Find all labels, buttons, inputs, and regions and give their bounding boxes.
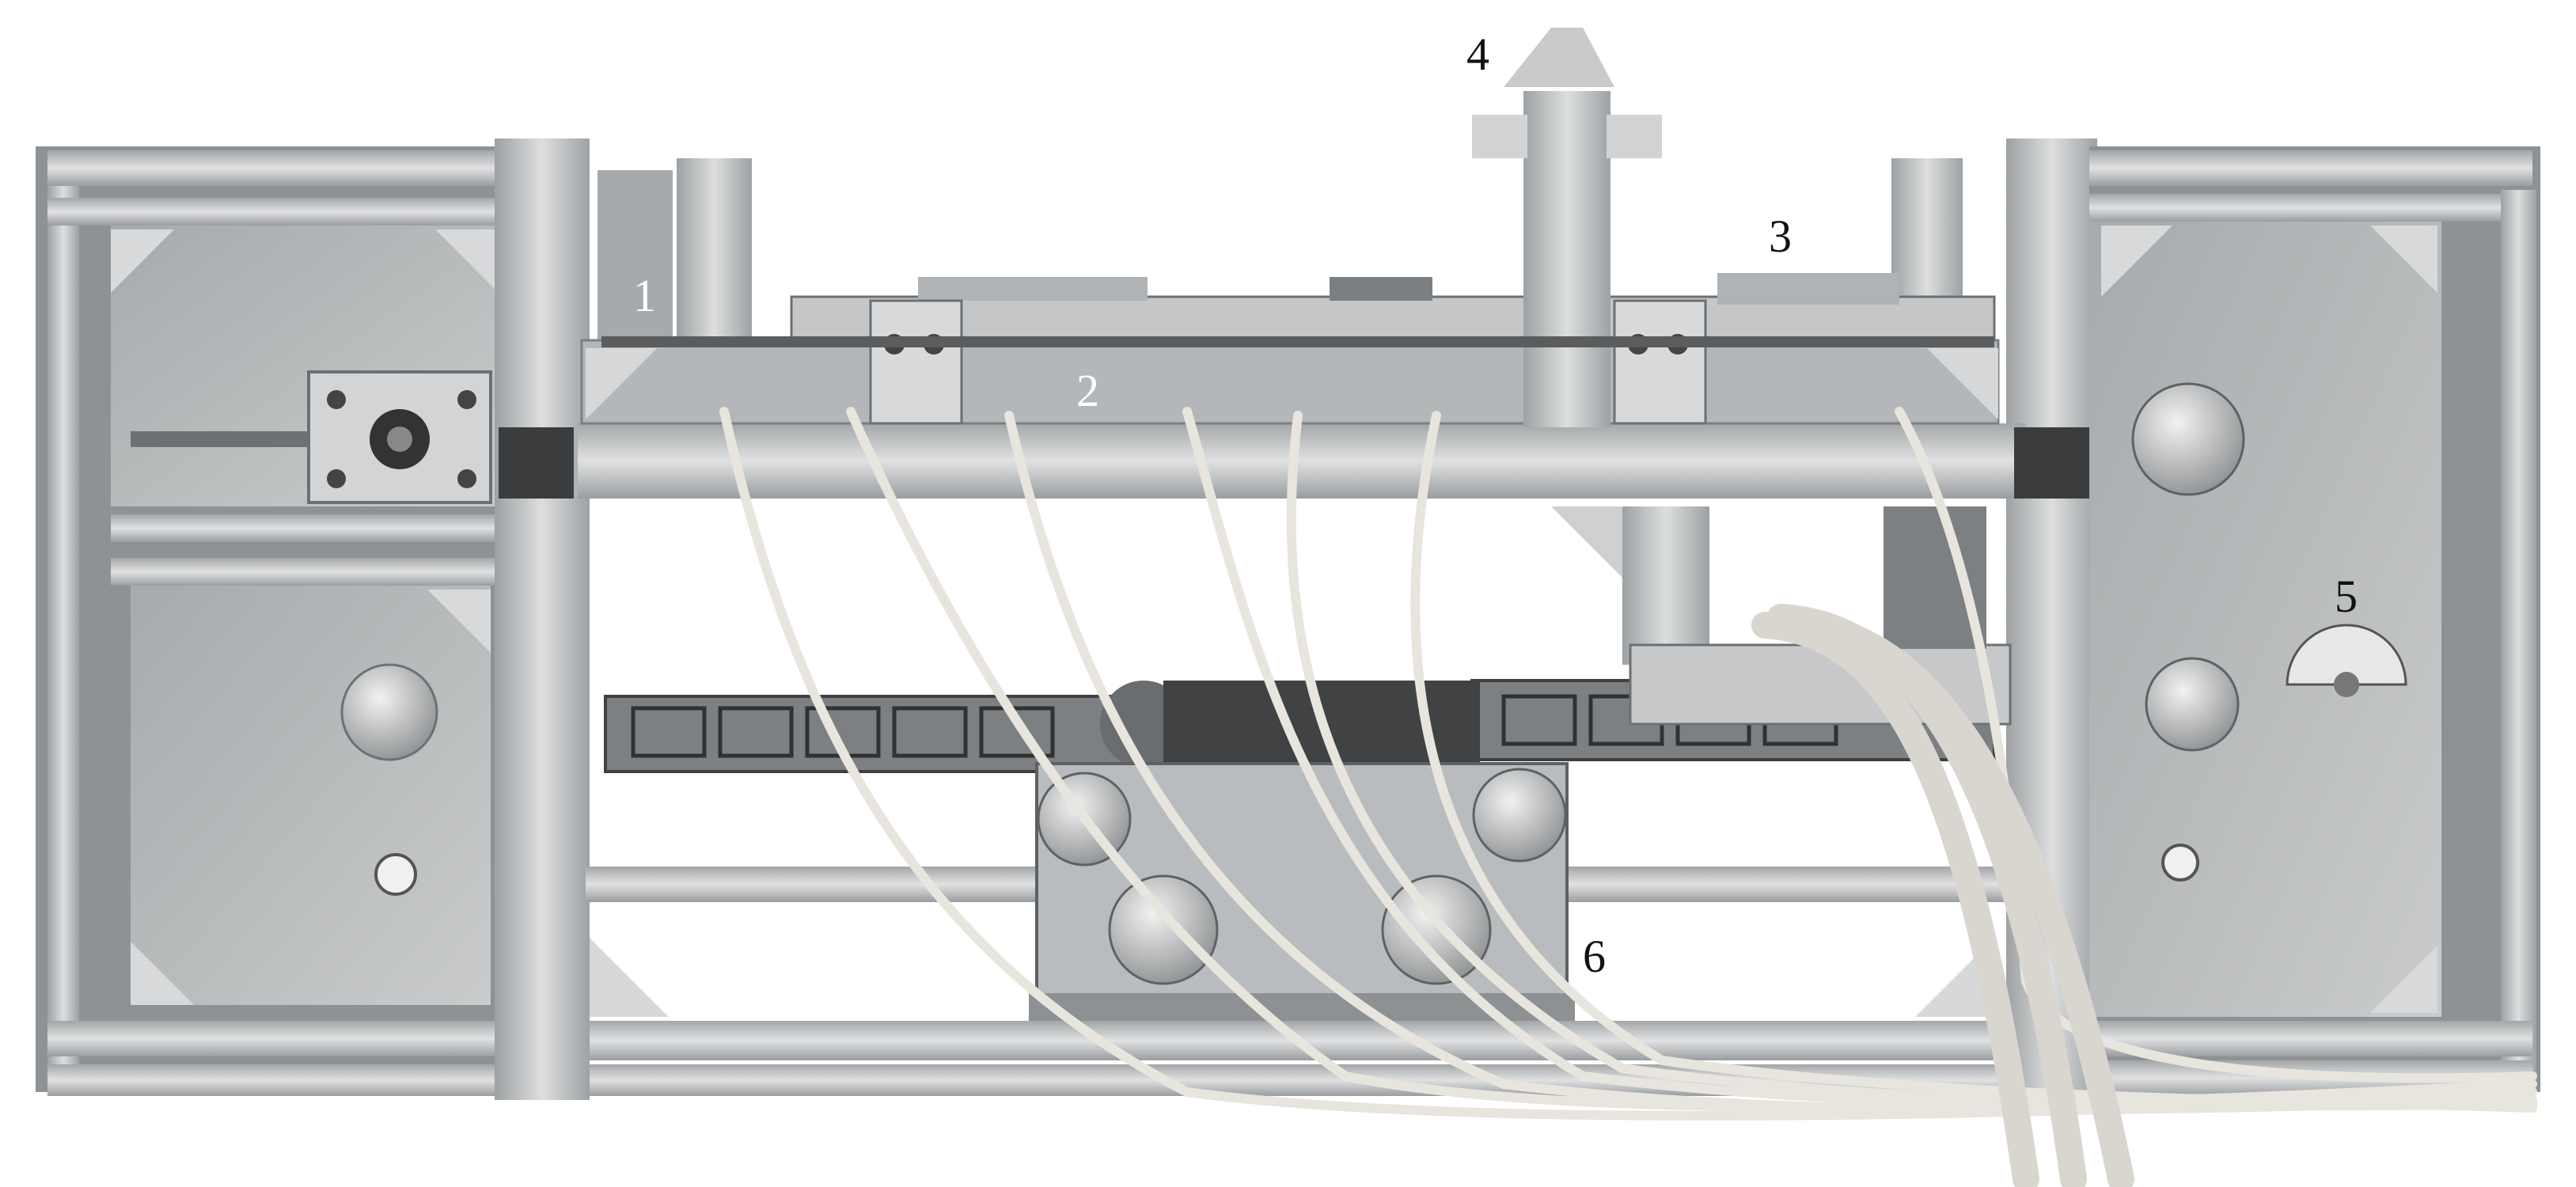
top-carriage bbox=[601, 28, 1996, 427]
callout-5: 5 bbox=[2335, 571, 2358, 622]
callout-2: 2 bbox=[1076, 365, 1099, 416]
callout-4: 4 bbox=[1466, 28, 1489, 80]
right-clamp bbox=[1613, 299, 1707, 425]
lead-screw bbox=[131, 431, 313, 447]
left-clamp bbox=[869, 299, 963, 425]
tower-post bbox=[1523, 91, 1610, 427]
callout-6: 6 bbox=[1583, 931, 1606, 982]
lower-left-panel bbox=[131, 586, 491, 1005]
nozzle-cone bbox=[1504, 28, 1614, 87]
left-cabinet bbox=[36, 146, 574, 1096]
main-beam bbox=[578, 423, 2026, 499]
callout-1: 1 bbox=[633, 270, 656, 321]
braided-hoses bbox=[1751, 604, 2134, 1187]
angle-gauge bbox=[2286, 624, 2407, 686]
callout-3: 3 bbox=[1769, 210, 1792, 262]
right-panel bbox=[2089, 222, 2441, 1017]
right-cabinet bbox=[2089, 146, 2540, 1096]
